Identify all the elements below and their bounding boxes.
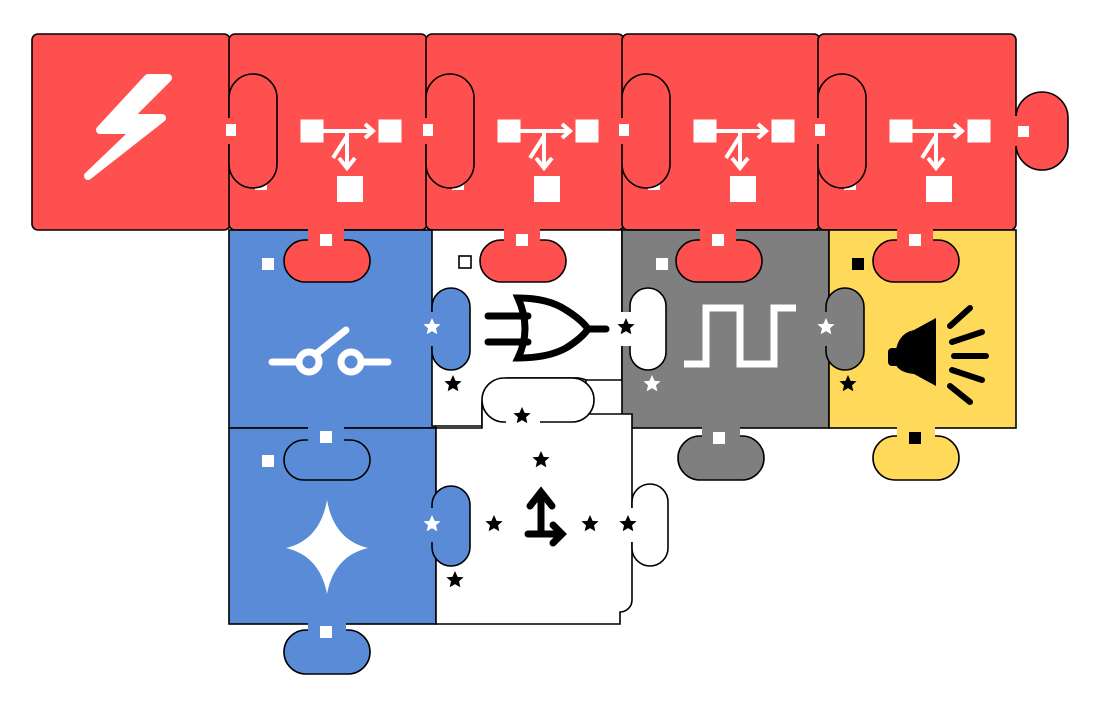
power-splitter-icon (693, 119, 795, 202)
signal-split-icon (524, 486, 567, 547)
power-splitter-block-2[interactable] (425, 33, 625, 231)
sparkle-block-bottom-tab (283, 620, 371, 675)
sparkle-block-top-tab (283, 426, 371, 481)
speaker-icon (888, 305, 989, 405)
lightning-bolt-icon (84, 74, 172, 180)
power-source-block[interactable] (31, 33, 231, 231)
row3-side-tab (423, 485, 471, 567)
signal-splitter-block[interactable] (435, 377, 669, 625)
connector-port (262, 455, 274, 467)
sparkle-icon (286, 500, 368, 594)
switch-icon (268, 326, 392, 376)
power-splitter-block-4[interactable] (817, 33, 1017, 231)
power-splitter-icon (300, 119, 402, 202)
power-left-cavities (222, 73, 867, 189)
power-splitter-icon (497, 119, 599, 202)
connector-port (656, 258, 668, 270)
connector-port (852, 258, 864, 270)
or-gate-icon (484, 294, 610, 362)
power-splitter-icon (889, 119, 991, 202)
power-splitter-block-1[interactable] (228, 33, 428, 231)
power-down-tabs (283, 226, 960, 283)
square-wave-icon (684, 304, 796, 368)
row2-side-tabs (423, 287, 865, 371)
connector-port (262, 258, 274, 270)
row2-bottom-tabs (677, 424, 960, 481)
connector-port-hollow (458, 255, 472, 269)
power-output-tab (1010, 91, 1069, 171)
